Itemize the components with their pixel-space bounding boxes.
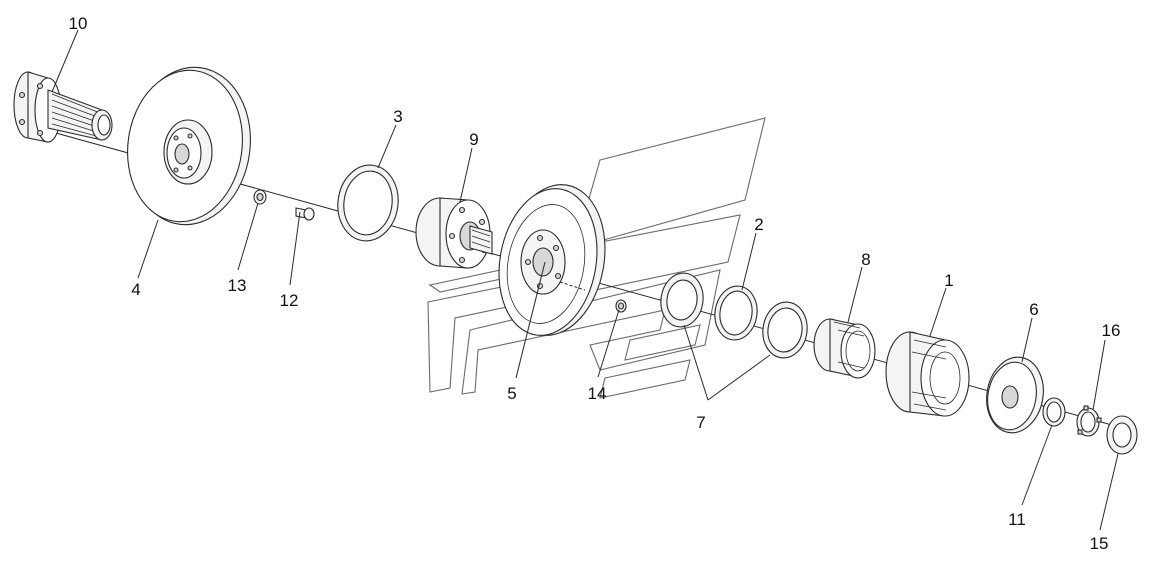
part-7-washer-b [762, 301, 808, 359]
leader-lines [51, 29, 1119, 531]
label-5: 5 [507, 384, 516, 403]
watermark-logo [427, 117, 766, 399]
part-11-ring [1042, 397, 1066, 427]
label-12: 12 [280, 291, 299, 310]
part-10-splined-flange-shaft [13, 71, 113, 143]
part-14-nut [615, 299, 627, 313]
part-16-tab-washer [1076, 405, 1102, 437]
part-5-drum [498, 184, 606, 336]
part-2-ring [714, 285, 758, 341]
part-3-ring [337, 164, 399, 242]
label-11: 11 [1008, 510, 1026, 529]
part-13-nut [253, 189, 267, 205]
label-10: 10 [69, 14, 88, 33]
part-12-bolt [295, 207, 315, 221]
label-16: 16 [1102, 321, 1121, 340]
label-3: 3 [393, 107, 402, 126]
part-6-cover [986, 356, 1044, 434]
label-1: 1 [944, 271, 953, 290]
part-8-bearing [813, 318, 876, 379]
part-15-lock-nut [1106, 415, 1138, 455]
label-9: 9 [469, 130, 478, 149]
label-6: 6 [1029, 300, 1038, 319]
part-labels: 10 4 13 12 3 9 5 14 7 2 8 1 6 16 11 15 [69, 14, 1121, 553]
part-7-washer-a [660, 272, 704, 328]
label-7: 7 [696, 413, 705, 432]
label-15: 15 [1090, 534, 1109, 553]
part-4-brake-disc [127, 66, 251, 226]
label-14: 14 [588, 384, 607, 403]
label-13: 13 [228, 276, 247, 295]
part-1-housing [885, 331, 970, 417]
label-2: 2 [754, 215, 763, 234]
label-8: 8 [861, 250, 870, 269]
part-9-hub [415, 197, 493, 269]
label-4: 4 [131, 280, 140, 299]
